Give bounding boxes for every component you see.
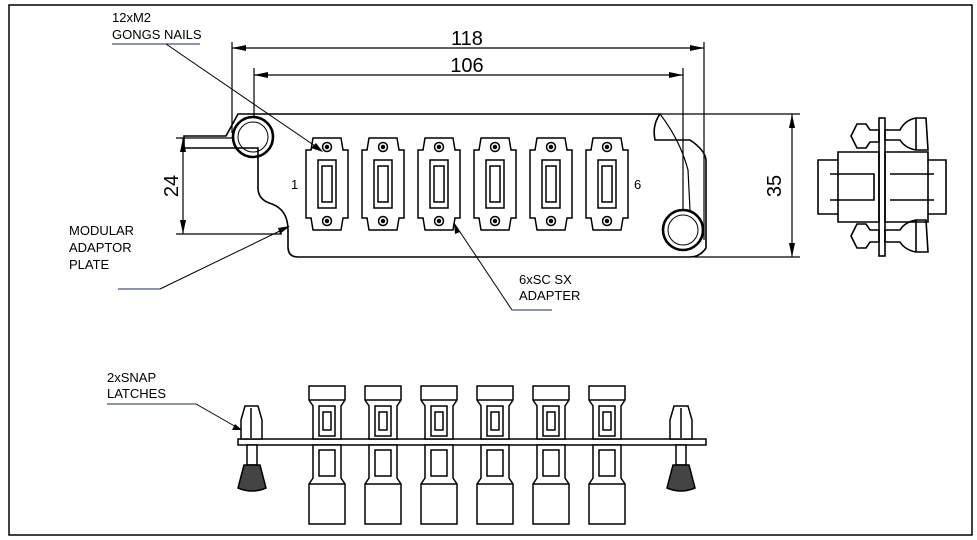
sc-adapter-front xyxy=(473,137,517,231)
snap-latch-right xyxy=(666,405,696,492)
dimension-24: 24 xyxy=(161,137,282,235)
leader-gongs-nails: 12xM2 GONGS NAILS xyxy=(112,10,323,152)
sc-adapter-front xyxy=(305,137,349,231)
dimension-24-text: 24 xyxy=(161,175,183,197)
front-view: 1 6 118 106 35 xyxy=(69,10,800,311)
dimension-118: 118 xyxy=(231,28,705,240)
label-plate-3: PLATE xyxy=(69,257,110,272)
sc-adapter-front xyxy=(529,137,573,231)
dimension-106-text: 106 xyxy=(450,55,483,77)
sc-adapter-front xyxy=(417,137,461,231)
drawing-frame xyxy=(8,4,973,536)
label-adapter-1: 6xSC SX xyxy=(519,272,572,287)
label-latch-2: LATCHES xyxy=(107,386,166,401)
sc-adapter-bottom xyxy=(588,385,626,525)
bottom-adapters xyxy=(308,385,626,525)
bottom-plate-strip xyxy=(237,438,707,446)
dimension-118-text: 118 xyxy=(451,28,483,50)
port-label-last: 6 xyxy=(634,177,641,192)
dimension-35: 35 xyxy=(660,113,800,258)
leader-snap-latches: 2xSNAP LATCHES xyxy=(107,370,242,430)
leader-sc-adapter: 6xSC SX ADAPTER xyxy=(454,222,580,311)
label-plate-1: MODULAR xyxy=(69,223,134,238)
port-label-first: 1 xyxy=(291,177,298,192)
label-nails-2: GONGS NAILS xyxy=(112,27,202,42)
adaptor-plate-outline xyxy=(183,113,707,258)
label-nails-1: 12xM2 xyxy=(112,10,151,25)
dimension-106: 106 xyxy=(253,55,684,210)
sc-adapter-front xyxy=(585,137,629,231)
bottom-view: 2xSNAP LATCHES xyxy=(107,370,707,525)
leader-modular-plate: MODULAR ADAPTOR PLATE xyxy=(69,223,290,290)
front-adapters xyxy=(305,137,629,231)
sc-adapter-front xyxy=(361,137,405,231)
snap-latch-left xyxy=(237,405,267,492)
sc-adapter-bottom xyxy=(308,385,346,525)
side-view xyxy=(817,117,947,257)
plate-notch xyxy=(659,113,691,211)
sc-adapter-bottom xyxy=(364,385,402,525)
sc-adapter-bottom xyxy=(532,385,570,525)
screw-hole-left xyxy=(231,115,275,159)
label-latch-1: 2xSNAP xyxy=(107,370,156,385)
sc-adapter-bottom xyxy=(420,385,458,525)
dimension-35-text: 35 xyxy=(764,175,786,197)
screw-hole-right xyxy=(661,208,705,252)
label-plate-2: ADAPTOR xyxy=(69,240,132,255)
label-adapter-2: ADAPTER xyxy=(519,288,580,303)
sc-adapter-bottom xyxy=(476,385,514,525)
